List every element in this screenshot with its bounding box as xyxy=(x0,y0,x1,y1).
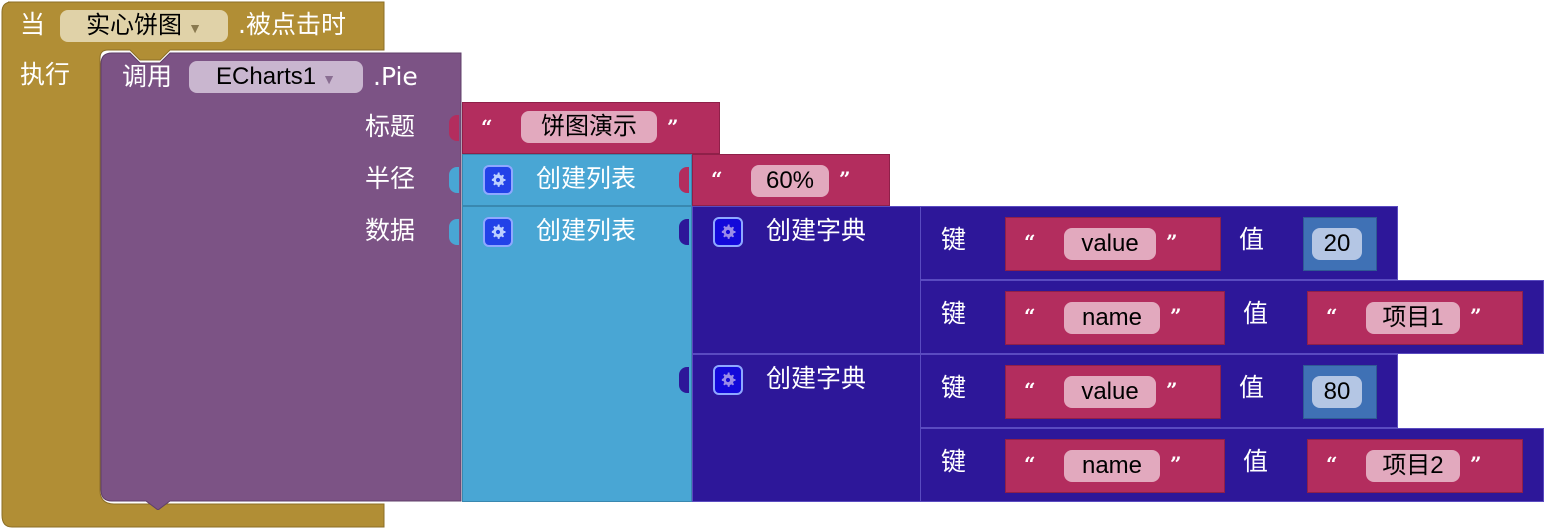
radius-text-field[interactable]: 60% xyxy=(751,165,829,197)
dict-mutator-gear-icon[interactable] xyxy=(713,217,743,247)
puzzle-tab xyxy=(679,167,689,193)
close-quote: ” xyxy=(1170,304,1182,328)
do-label: 执行 xyxy=(20,60,71,89)
dict-mutator-gear-icon[interactable] xyxy=(713,365,743,395)
component-dropdown[interactable]: 实心饼图 ▼ xyxy=(60,10,228,42)
list-mutator-gear-icon[interactable] xyxy=(483,165,513,195)
key-label: 键 xyxy=(941,299,967,328)
close-quote: ” xyxy=(1170,452,1182,476)
radius-text-block[interactable]: “ 60% ” xyxy=(679,154,890,206)
call-pie-block[interactable]: 调用 ECharts1 ▼ .Pie 标题 半径 数据 xyxy=(100,52,462,510)
component-dropdown-value: 实心饼图 xyxy=(86,12,183,39)
key-label: 键 xyxy=(941,225,967,254)
value-text-block[interactable]: “ 项目1 ” xyxy=(1307,291,1523,345)
key-text-block[interactable]: “ value ” xyxy=(1005,217,1221,271)
pair-block[interactable]: 键 “ name ” 值 “ 项目2 ” xyxy=(920,428,1544,502)
key-text-block[interactable]: “ value ” xyxy=(1005,365,1221,419)
value-text-field[interactable]: 项目1 xyxy=(1366,302,1460,334)
method-label: .Pie xyxy=(373,62,418,91)
key-text-field[interactable]: name xyxy=(1064,302,1160,334)
number-field[interactable]: 20 xyxy=(1312,228,1362,260)
dict-block-2[interactable]: 创建字典 xyxy=(679,354,922,502)
open-quote: “ xyxy=(1024,230,1036,254)
key-label: 键 xyxy=(941,373,967,402)
open-quote: “ xyxy=(1024,452,1036,476)
pair-block[interactable]: 键 “ value ” 值 20 xyxy=(920,206,1398,280)
param-data-label: 数据 xyxy=(365,216,416,245)
value-label: 值 xyxy=(1243,299,1269,328)
close-quote: ” xyxy=(1470,304,1482,328)
echarts-dropdown-value: ECharts1 xyxy=(216,63,317,90)
dropdown-arrow-icon: ▼ xyxy=(322,71,336,87)
value-label: 值 xyxy=(1239,225,1265,254)
echarts-component-dropdown[interactable]: ECharts1 ▼ xyxy=(189,61,363,93)
open-quote: “ xyxy=(1024,304,1036,328)
close-quote: ” xyxy=(667,115,679,139)
open-quote: “ xyxy=(1024,378,1036,402)
puzzle-tab xyxy=(449,167,459,193)
key-text-field[interactable]: name xyxy=(1064,450,1160,482)
title-text-block[interactable]: “ 饼图演示 ” xyxy=(449,102,720,154)
create-dict-label: 创建字典 xyxy=(766,364,867,393)
key-text-field[interactable]: value xyxy=(1064,376,1156,408)
key-text-field[interactable]: value xyxy=(1064,228,1156,260)
puzzle-tab xyxy=(449,219,459,245)
close-quote: ” xyxy=(1166,230,1178,254)
create-dict-label: 创建字典 xyxy=(766,216,867,245)
value-text-block[interactable]: “ 项目2 ” xyxy=(1307,439,1523,493)
key-label: 键 xyxy=(941,447,967,476)
number-block[interactable]: 20 xyxy=(1303,217,1377,271)
call-label: 调用 xyxy=(122,62,173,91)
number-block[interactable]: 80 xyxy=(1303,365,1377,419)
event-block[interactable]: 当 实心饼图 ▼ .被点击时 执行 xyxy=(0,0,385,528)
puzzle-tab xyxy=(679,367,689,393)
open-quote: “ xyxy=(1326,304,1338,328)
param-title-label: 标题 xyxy=(365,112,416,141)
event-name-label: .被点击时 xyxy=(238,10,346,39)
close-quote: ” xyxy=(1166,378,1178,402)
pair-block[interactable]: 键 “ name ” 值 “ 项目1 ” xyxy=(920,280,1544,354)
list-mutator-gear-icon[interactable] xyxy=(483,217,513,247)
param-radius-label: 半径 xyxy=(365,164,416,193)
number-field[interactable]: 80 xyxy=(1312,376,1362,408)
open-quote: “ xyxy=(481,115,493,139)
open-quote: “ xyxy=(711,167,723,191)
value-text-field[interactable]: 项目2 xyxy=(1366,450,1460,482)
close-quote: ” xyxy=(839,167,851,191)
dropdown-arrow-icon: ▼ xyxy=(188,20,202,36)
create-list-label: 创建列表 xyxy=(536,216,637,245)
puzzle-tab xyxy=(449,115,459,141)
puzzle-tab xyxy=(679,219,689,245)
value-label: 值 xyxy=(1243,447,1269,476)
call-block-shape xyxy=(100,52,462,510)
title-text-field[interactable]: 饼图演示 xyxy=(521,111,657,143)
key-text-block[interactable]: “ name ” xyxy=(1005,291,1225,345)
event-block-shape xyxy=(1,1,385,528)
close-quote: ” xyxy=(1470,452,1482,476)
radius-list-block[interactable]: 创建列表 xyxy=(449,154,692,206)
open-quote: “ xyxy=(1326,452,1338,476)
key-text-block[interactable]: “ name ” xyxy=(1005,439,1225,493)
create-list-label: 创建列表 xyxy=(536,164,637,193)
pair-block[interactable]: 键 “ value ” 值 80 xyxy=(920,354,1398,428)
event-when-label: 当 xyxy=(20,10,46,39)
data-list-block[interactable]: 创建列表 xyxy=(449,206,692,502)
dict-block-1[interactable]: 创建字典 xyxy=(679,206,922,354)
value-label: 值 xyxy=(1239,373,1265,402)
